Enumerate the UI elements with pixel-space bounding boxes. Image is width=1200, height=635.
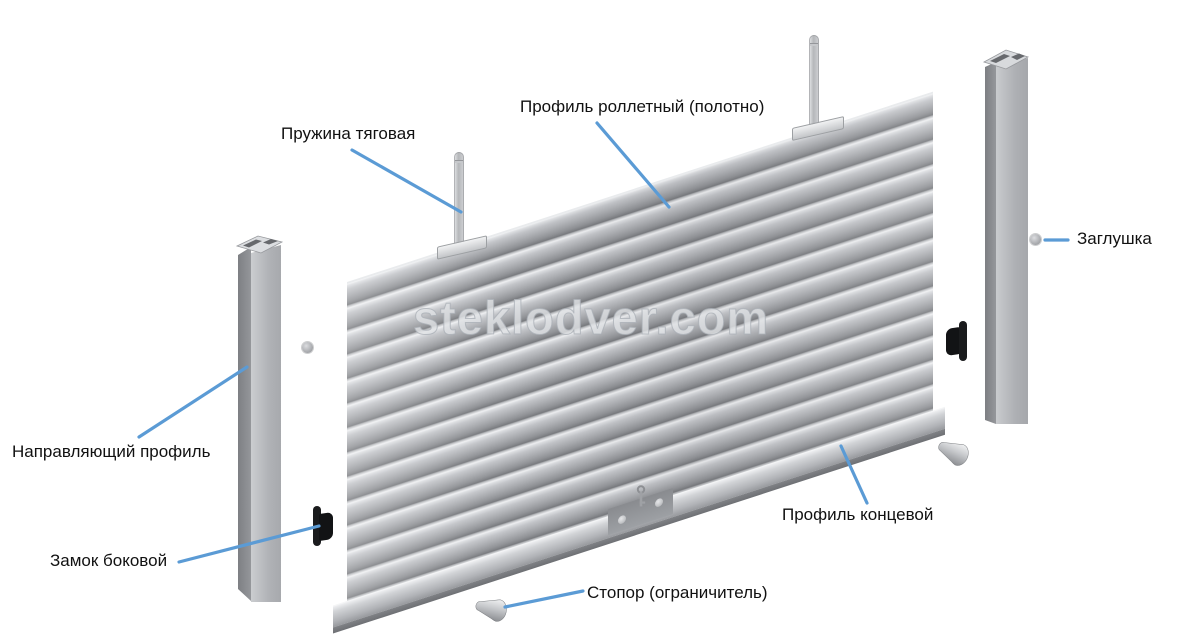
side-lock-right xyxy=(946,320,970,362)
traction-spring-left xyxy=(454,152,464,245)
guide-profile-right-cap xyxy=(982,49,1030,70)
plug-left xyxy=(302,342,313,353)
label-end-profile: Профиль концевой xyxy=(782,505,934,524)
stopper-right xyxy=(938,442,969,466)
key-icon xyxy=(635,484,647,517)
label-side-lock: Замок боковой xyxy=(50,551,168,570)
curtain-panel xyxy=(333,91,945,628)
leader-guide xyxy=(137,365,249,439)
leader-stopper xyxy=(503,589,585,609)
guide-profile-left-cap xyxy=(236,235,284,254)
label-stopper: Стопор (ограничитель) xyxy=(587,583,768,602)
label-curtain: Профиль роллетный (полотно) xyxy=(520,97,765,116)
traction-spring-right xyxy=(809,35,819,130)
label-spring: Пружина тяговая xyxy=(281,124,416,143)
leader-spring xyxy=(350,148,463,214)
label-guide: Направляющий профиль xyxy=(12,442,211,461)
guide-profile-right-side xyxy=(985,62,996,424)
leader-side-lock xyxy=(177,524,321,564)
stopper-bottom xyxy=(475,599,507,622)
leader-curtain xyxy=(595,121,671,209)
leader-end-profile xyxy=(839,444,869,505)
lock-plate xyxy=(608,485,673,536)
watermark: steklodver.com xyxy=(412,291,770,345)
plug-right xyxy=(1030,234,1041,245)
label-plug: Заглушка xyxy=(1077,229,1152,248)
guide-profile-left-side xyxy=(238,247,251,601)
guide-profile-right-front xyxy=(996,58,1028,424)
